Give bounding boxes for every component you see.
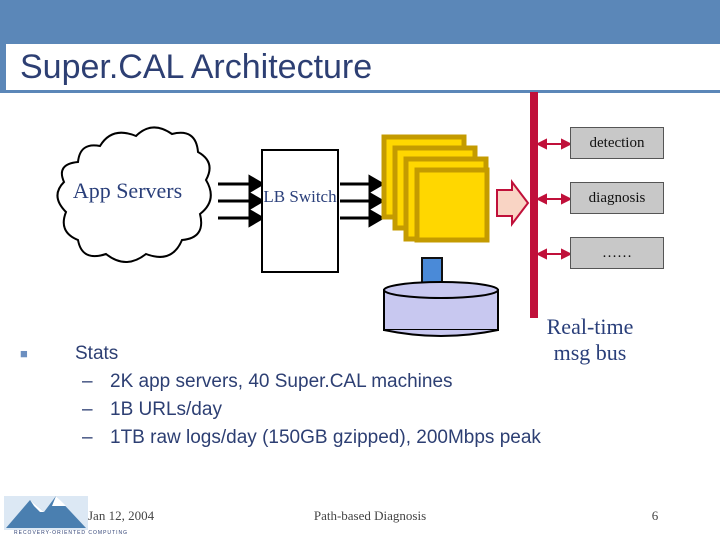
dash-bullet-icon: – bbox=[82, 399, 93, 420]
footer-title: Path-based Diagnosis bbox=[313, 508, 427, 523]
stats-heading-item: ■ Stats bbox=[20, 340, 541, 368]
bus-module-arrows bbox=[535, 138, 573, 260]
stats-list: ■ Stats – 2K app servers, 40 Super.CAL m… bbox=[20, 340, 541, 452]
logo-text: RECOVERY-ORIENTED COMPUTING bbox=[14, 530, 128, 536]
page-number: 6 bbox=[651, 508, 659, 523]
supercal-machine-stack bbox=[381, 134, 490, 243]
detection-module: detection bbox=[570, 127, 664, 159]
roc-logo bbox=[4, 496, 88, 530]
lb-to-stack-arrows bbox=[340, 174, 385, 228]
footer-date: Jan 12, 2004 bbox=[88, 508, 155, 523]
stats-item: – 2K app servers, 40 Super.CAL machines bbox=[20, 368, 541, 396]
slide-title: Super.CAL Architecture bbox=[20, 48, 373, 86]
title-band bbox=[0, 44, 720, 92]
app-servers-cloud bbox=[56, 126, 212, 263]
stats-heading: Stats bbox=[75, 343, 119, 364]
message-bus-label: Real-time msg bus bbox=[546, 314, 634, 365]
app-servers-label: App Servers bbox=[72, 178, 183, 203]
stack-to-bus-arrow bbox=[496, 179, 530, 227]
title-accent bbox=[0, 44, 6, 92]
lb-switch-label: LB Switch bbox=[263, 187, 337, 206]
stack-to-db-arrow bbox=[421, 257, 443, 285]
dash-bullet-icon: – bbox=[82, 371, 93, 392]
stats-item-text: 1B URLs/day bbox=[110, 399, 222, 420]
stats-item-text: 2K app servers, 40 Super.CAL machines bbox=[110, 371, 453, 392]
message-bus bbox=[530, 92, 538, 318]
diagnosis-module: diagnosis bbox=[570, 182, 664, 214]
stats-item-text: 1TB raw logs/day (150GB gzipped), 200Mbp… bbox=[110, 427, 541, 448]
other-modules: …… bbox=[570, 237, 664, 269]
dash-bullet-icon: – bbox=[82, 427, 93, 448]
supercal-machine bbox=[414, 167, 490, 243]
stats-item: – 1B URLs/day bbox=[20, 396, 541, 424]
square-bullet-icon: ■ bbox=[20, 346, 28, 361]
stats-item: – 1TB raw logs/day (150GB gzipped), 200M… bbox=[20, 424, 541, 452]
log-database bbox=[383, 281, 499, 337]
lb-switch-box bbox=[261, 149, 339, 273]
title-rule bbox=[0, 90, 720, 93]
cloud-to-lb-arrows bbox=[218, 174, 265, 228]
